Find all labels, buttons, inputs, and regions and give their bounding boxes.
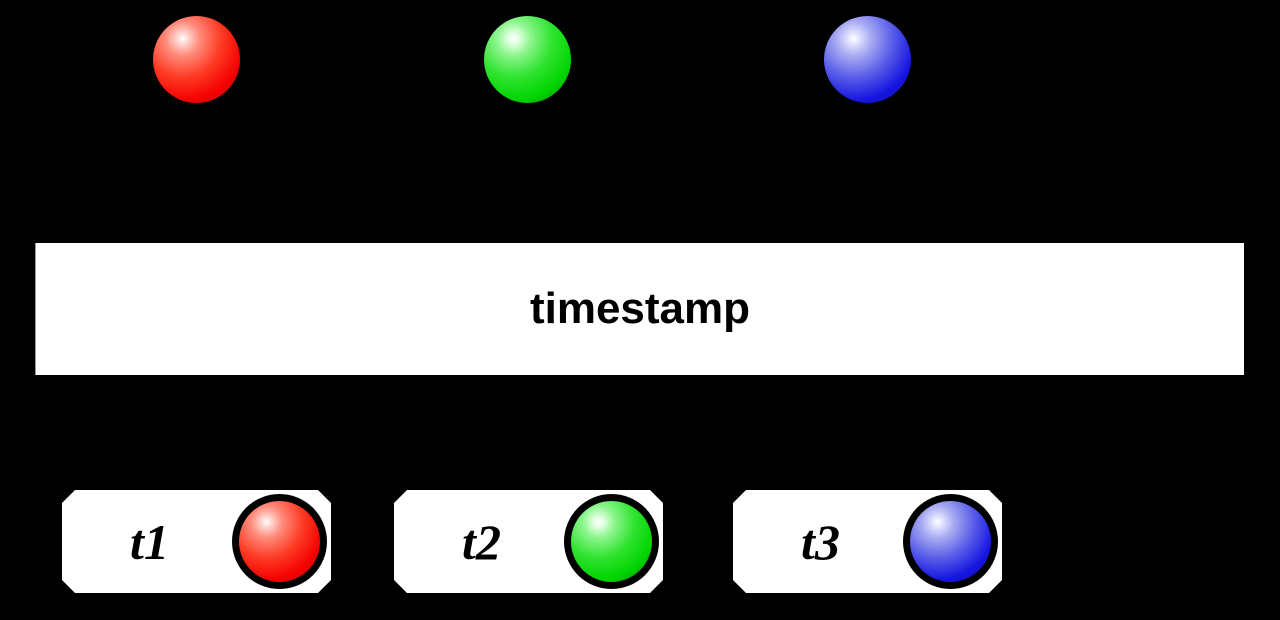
timestamp-card-t1[interactable]: t1 — [62, 490, 331, 593]
green-sphere-badge — [564, 494, 659, 589]
red-sphere-badge — [232, 494, 327, 589]
blue-sphere — [824, 16, 911, 103]
timestamp-card-t2[interactable]: t2 — [394, 490, 663, 593]
timestamp-band-label: timestamp — [529, 284, 751, 333]
timestamp-card-label: t2 — [462, 513, 501, 570]
timestamp-card-label: t3 — [801, 513, 840, 570]
blue-sphere-badge — [903, 494, 998, 589]
timestamp-band: timestamp — [35, 243, 1244, 375]
timestamp-card-label: t1 — [130, 513, 169, 570]
timestamp-card-t3[interactable]: t3 — [733, 490, 1002, 593]
green-sphere — [484, 16, 571, 103]
red-sphere — [153, 16, 240, 103]
